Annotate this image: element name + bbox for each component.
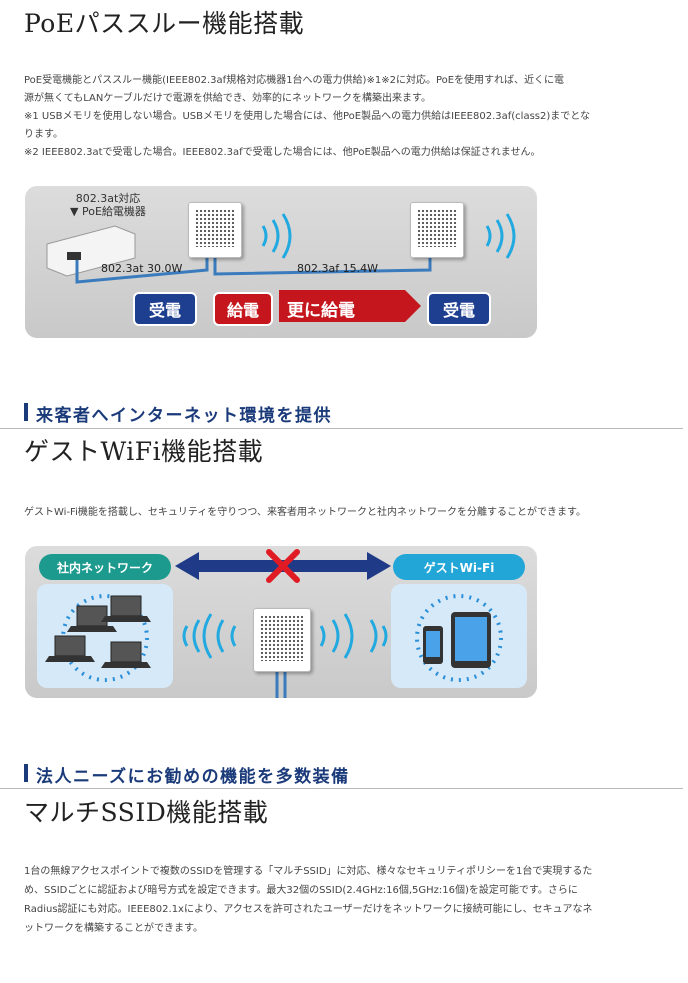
multi-line: め、SSIDごとに認証および暗号方式を設定できます。最大32個のSSID(2.4… bbox=[24, 885, 578, 896]
laptop-icon bbox=[45, 635, 95, 662]
divider bbox=[0, 788, 683, 789]
poe-line: 源が無くてもLANケーブルだけで電源を供給でき、効率的にネットワークを構築出来ま… bbox=[24, 93, 432, 104]
poe-diagram-graphics bbox=[46, 213, 516, 322]
divider bbox=[0, 428, 683, 429]
wave-icon-right bbox=[319, 613, 388, 659]
access-point-icon bbox=[253, 608, 311, 672]
cable-2-label: 802.3af 15.4W bbox=[297, 262, 378, 275]
cable-1-label: 802.3at 30.0W bbox=[101, 262, 183, 275]
access-point-icon bbox=[410, 202, 464, 258]
poe-line: ります。 bbox=[24, 129, 63, 140]
cable-1 bbox=[75, 256, 209, 284]
poe-description: PoE受電機能とパススルー機能(IEEE802.3af規格対応機器1台への電力供… bbox=[24, 72, 644, 162]
poe-injector-icon bbox=[46, 225, 136, 277]
injector-label-text: PoE給電機器 bbox=[82, 205, 146, 218]
multi-section-heading: 法人ニーズにお勧めの機能を多数装備 bbox=[24, 762, 350, 787]
cross-icon bbox=[266, 549, 300, 583]
laptop-icon bbox=[67, 605, 117, 632]
supply-badge: 給電 bbox=[213, 292, 273, 326]
injector-label-line2: ▼ PoE給電機器 bbox=[53, 205, 163, 218]
receive-badge: 受電 bbox=[133, 292, 197, 326]
dotted-ring-right bbox=[415, 594, 503, 682]
wave-icon-2 bbox=[485, 213, 516, 259]
multi-ssid-title: マルチSSID機能搭載 bbox=[24, 798, 269, 827]
laptop-icon bbox=[101, 595, 151, 622]
guest-description: ゲストWi-Fi機能を搭載し、セキュリティを守りつつ、来客者用ネットワークと社内… bbox=[24, 504, 644, 522]
laptop-icon bbox=[101, 641, 151, 668]
lan-port-icon bbox=[67, 252, 81, 260]
poe-line: PoE受電機能とパススルー機能(IEEE802.3af規格対応機器1台への電力供… bbox=[24, 75, 565, 86]
poe-title: PoEパススルー機能搭載 bbox=[24, 9, 305, 38]
internal-network-label: 社内ネットワーク bbox=[39, 554, 171, 580]
guest-line: ゲストWi-Fi機能を搭載し、セキュリティを守りつつ、来客者用ネットワークと社内… bbox=[24, 507, 586, 518]
access-point-icon bbox=[188, 202, 242, 258]
more-supply-arrow bbox=[279, 290, 421, 322]
wave-icon-left bbox=[182, 613, 237, 659]
multi-line: Radius認証にも対応。IEEE802.1xにより、アクセスを許可されたユーザ… bbox=[24, 904, 593, 915]
dotted-ring-left bbox=[61, 594, 149, 682]
injector-label-line1: 802.3at対応 bbox=[75, 192, 141, 205]
poe-diagram: 802.3at対応 ▼ PoE給電機器 802.3at 30.0W 802.3a… bbox=[25, 186, 537, 338]
wave-icon-1 bbox=[261, 213, 292, 259]
guest-title: ゲストWiFi機能搭載 bbox=[24, 437, 264, 466]
poe-line: ※2 IEEE802.3atで受電した場合。IEEE802.3afで受電した場合… bbox=[24, 147, 541, 158]
more-supply-label: 更に給電 bbox=[287, 301, 355, 321]
receive-badge: 受電 bbox=[427, 292, 491, 326]
poe-line: ※1 USBメモリを使用しない場合。USBメモリを使用した場合には、他PoE製品… bbox=[24, 111, 590, 122]
poe-injector-label: 802.3at対応 ▼ PoE給電機器 bbox=[53, 192, 163, 218]
down-triangle-icon: ▼ bbox=[70, 205, 79, 218]
multi-line: ットワークを構築することができます。 bbox=[24, 923, 203, 934]
multi-ssid-description: 1台の無線アクセスポイントで複数のSSIDを管理する「マルチSSID」に対応、様… bbox=[24, 862, 644, 938]
cable-2 bbox=[213, 256, 432, 276]
guest-diagram: 社内ネットワーク ゲストWi-Fi bbox=[25, 546, 537, 698]
guest-diagram-graphics bbox=[45, 549, 503, 698]
multi-line: 1台の無線アクセスポイントで複数のSSIDを管理する「マルチSSID」に対応、様… bbox=[24, 866, 593, 877]
guest-section-heading: 来客者へインターネット環境を提供 bbox=[24, 401, 332, 426]
guest-wifi-label: ゲストWi-Fi bbox=[393, 554, 525, 580]
